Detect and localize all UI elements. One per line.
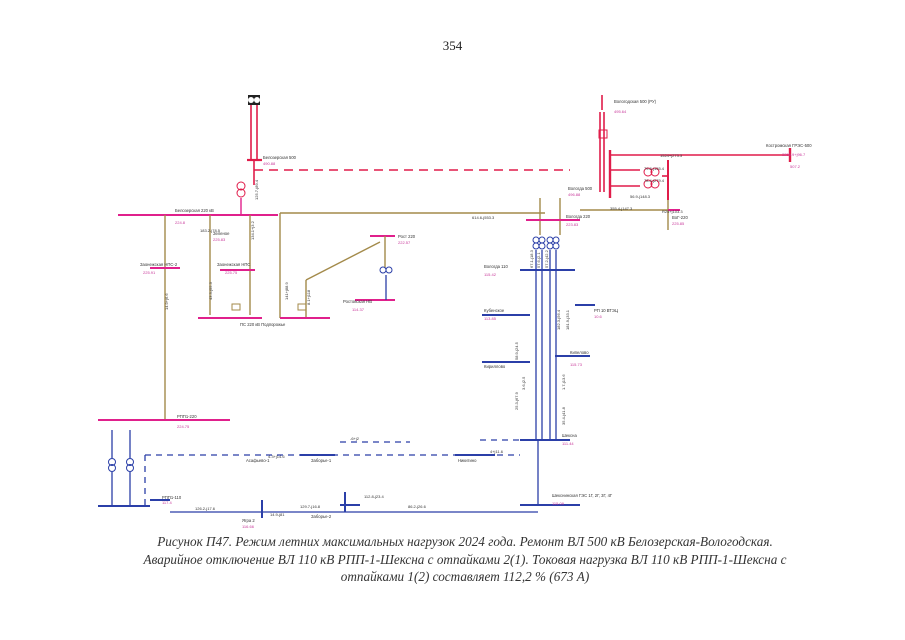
svg-text:56.9-j148.3: 56.9-j148.3 [630, 194, 651, 199]
svg-text:14.9-j81: 14.9-j81 [270, 512, 285, 517]
svg-text:Шекснинская ГЭС 1Г, 2Г, 3Г, 4Г: Шекснинская ГЭС 1Г, 2Г, 3Г, 4Г [552, 493, 613, 498]
svg-text:126.2-j17.6: 126.2-j17.6 [195, 506, 216, 511]
svg-text:117.4: 117.4 [162, 500, 172, 505]
svg-text:Кубенское: Кубенское [484, 308, 505, 313]
svg-text:1.7-j13.6: 1.7-j13.6 [561, 374, 566, 390]
svg-text:Белозерская 220 кВ: Белозерская 220 кВ [175, 208, 214, 213]
svg-text:79.8-j155.4: 79.8-j155.4 [644, 166, 665, 171]
svg-text:4+j11.6: 4+j11.6 [490, 449, 504, 454]
svg-text:Ростовская НВ: Ростовская НВ [343, 299, 372, 304]
svg-text:507.2: 507.2 [790, 164, 801, 169]
svg-text:Асафьево-1: Асафьево-1 [246, 458, 270, 463]
svg-text:224.75: 224.75 [177, 424, 190, 429]
svg-text:115.42: 115.42 [484, 272, 497, 277]
svg-text:58.9-j24.5: 58.9-j24.5 [514, 341, 519, 360]
svg-text:Заборье-2: Заборье-2 [311, 514, 332, 519]
caption-line-1: Рисунок П47. Режим летних максимальных н… [157, 534, 773, 549]
figure-caption: Рисунок П47. Режим летних максимальных н… [95, 533, 835, 586]
svg-text:224.8: 224.8 [175, 220, 186, 225]
svg-text:Никитино: Никитино [458, 458, 477, 463]
svg-text:Белозерская 500: Белозерская 500 [263, 155, 297, 160]
svg-text:ПС 220 кВ Подпорожье: ПС 220 кВ Подпорожье [240, 322, 286, 327]
svg-text:3.6-j2.5: 3.6-j2.5 [521, 376, 526, 390]
network-500kv [247, 95, 792, 200]
network-220kv [98, 198, 680, 421]
svg-text:Шексна: Шексна [562, 433, 577, 438]
svg-text:129.7-j16.8: 129.7-j16.8 [300, 504, 321, 509]
svg-text:8.1+j118: 8.1+j118 [306, 289, 311, 305]
svg-text:490.88: 490.88 [263, 161, 276, 166]
transformers-220 [108, 236, 560, 472]
svg-text:ВоГ-220: ВоГ-220 [672, 215, 688, 220]
transformer-500 [236, 129, 660, 198]
svg-text:183.2-j78.5: 183.2-j78.5 [200, 228, 221, 233]
svg-text:35.4-j41.8: 35.4-j41.8 [561, 406, 566, 425]
svg-text:25.3-j67.9: 25.3-j67.9 [514, 391, 519, 410]
svg-text:РПП1-220: РПП1-220 [177, 414, 197, 419]
svg-text:355.4-j147.3: 355.4-j147.3 [610, 206, 633, 211]
svg-text:-6+j2: -6+j2 [350, 436, 360, 441]
svg-text:Рост 220: Рост 220 [398, 234, 416, 239]
svg-text:111.44: 111.44 [562, 441, 574, 446]
svg-text:115.73: 115.73 [570, 362, 583, 367]
caption-line-2: Аварийное отключение ВЛ 110 кВ РПП-1-Шек… [143, 551, 787, 567]
svg-text:225.83: 225.83 [213, 237, 226, 242]
bus-labels: Белозерская 500 490.88 Вологодская 500 (… [140, 99, 812, 529]
svg-text:Костромская ГРЭС-500: Костромская ГРЭС-500 [766, 143, 812, 148]
svg-text:225.85: 225.85 [672, 221, 685, 226]
svg-text:134.1+j3.2: 134.1+j3.2 [250, 220, 255, 240]
network-110kv [98, 250, 595, 518]
svg-text:114.37: 114.37 [352, 307, 365, 312]
svg-text:225.91: 225.91 [143, 270, 156, 275]
svg-text:10.6: 10.6 [594, 314, 603, 319]
svg-text:Заонежская НПС-2: Заонежская НПС-2 [140, 262, 178, 267]
svg-text:Вологодская 500 (РУ): Вологодская 500 (РУ) [614, 99, 657, 104]
svg-text:222.57: 222.57 [398, 240, 411, 245]
svg-text:115.09: 115.09 [552, 501, 565, 506]
svg-text:125.7-j89.4: 125.7-j89.4 [254, 179, 259, 200]
svg-text:43.3-j55.3: 43.3-j55.3 [208, 281, 213, 300]
svg-text:Вологда 500: Вологда 500 [568, 186, 593, 191]
svg-text:1524+j273.3: 1524+j273.3 [660, 153, 683, 158]
svg-text:Вологда 110: Вологда 110 [484, 264, 508, 269]
caption-line-3: отпайками 1(2) составляет 112,2 % (673 А… [340, 569, 590, 584]
svg-text:225.75: 225.75 [225, 270, 238, 275]
svg-text:2255.9+j96.7: 2255.9+j96.7 [782, 152, 806, 157]
svg-text:116.66: 116.66 [242, 524, 255, 529]
svg-text:14.9+j6.6: 14.9+j6.6 [164, 293, 169, 310]
svg-text:223.83: 223.83 [566, 222, 579, 227]
svg-text:112.8-j23.4: 112.8-j23.4 [364, 494, 384, 499]
svg-text:182.3-j56.4: 182.3-j56.4 [556, 309, 561, 330]
svg-text:РПП1-110: РПП1-110 [162, 495, 182, 500]
svg-text:РП 10 ВТЭЦ: РП 10 ВТЭЦ [594, 308, 619, 313]
svg-text:57.6-j2.1: 57.6-j2.1 [536, 252, 541, 268]
svg-text:495.64: 495.64 [614, 109, 627, 114]
svg-text:Кириллово: Кириллово [484, 364, 506, 369]
svg-text:Заонежская НПС: Заонежская НПС [217, 262, 250, 267]
svg-text:Заборье-1: Заборье-1 [311, 458, 332, 463]
svg-text:57.2-j42.2: 57.2-j42.2 [544, 249, 549, 268]
flow-labels: 1524+j273.3 79.8-j155.4 78.4-j279.4 56.9… [164, 153, 683, 517]
svg-text:78.4-j279.4: 78.4-j279.4 [644, 178, 665, 183]
svg-text:141+j88.9: 141+j88.9 [284, 282, 289, 300]
svg-text:614.6-j553.3: 614.6-j553.3 [472, 215, 495, 220]
svg-text:86.2-j26.6: 86.2-j26.6 [408, 504, 427, 509]
page-number: 354 [442, 38, 463, 53]
svg-text:Зеленое: Зеленое [213, 231, 230, 236]
svg-text:181.9-j33.1: 181.9-j33.1 [565, 309, 570, 330]
svg-text:67.1-j18.3: 67.1-j18.3 [529, 249, 534, 268]
svg-text:496.88: 496.88 [568, 192, 581, 197]
svg-text:Кипелово: Кипелово [570, 350, 589, 355]
svg-text:113.85: 113.85 [484, 316, 497, 321]
svg-text:R25+j103.3: R25+j103.3 [662, 209, 683, 214]
svg-text:Вологда 220: Вологда 220 [566, 214, 591, 219]
svg-text:4.3+j14.6: 4.3+j14.6 [268, 454, 285, 459]
svg-text:Ягра 2: Ягра 2 [242, 518, 255, 523]
generator-icon [248, 95, 260, 105]
